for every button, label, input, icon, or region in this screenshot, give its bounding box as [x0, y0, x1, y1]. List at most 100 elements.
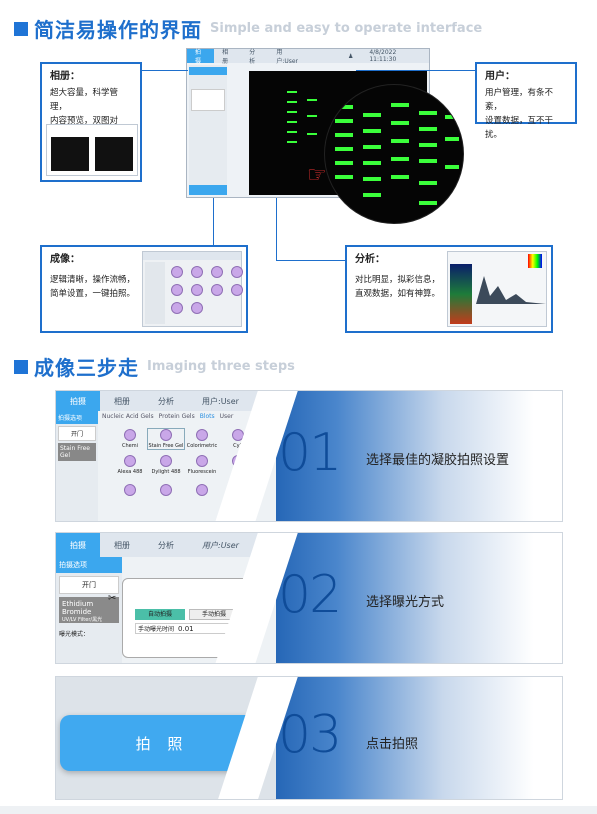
analysis-thumbnail	[447, 251, 547, 327]
step-text: 点击拍照	[366, 737, 419, 752]
callout-imaging: 成像： 逻辑清晰，操作流畅， 简单设置，一键拍照。	[40, 245, 248, 333]
footer-rule	[0, 806, 597, 814]
callout-user-line: 设置数据，互不干扰。	[485, 116, 554, 140]
connector-line	[276, 260, 345, 261]
callout-analysis-title: 分析：	[355, 254, 385, 265]
mock-date: 4/8/2022 11:11:30	[369, 49, 397, 63]
callout-analysis: 分析： 对比明显，拟彩信息， 直观数据，如有神算。	[345, 245, 553, 333]
tab-album[interactable]: 相册	[114, 540, 130, 550]
callout-analysis-line: 对比明显，拟彩信息，	[355, 275, 441, 285]
tab-user[interactable]: 用户:User	[202, 396, 239, 406]
filter-dot	[211, 266, 223, 278]
gel-band	[307, 115, 317, 117]
section-square-icon	[14, 359, 28, 374]
filter-dot	[171, 302, 183, 314]
callout-user-title: 用户：	[485, 71, 515, 82]
filter-circle-icon	[160, 455, 172, 467]
filter-dot	[191, 302, 203, 314]
filter-dot	[231, 284, 243, 296]
filter-label: Alexa 488	[117, 469, 143, 475]
filter-label: Colorimetric	[186, 443, 218, 449]
step-01-screenshot: 拍摄 相册 分析 用户:User 拍摄选项 开门 Stain Free Gel …	[56, 391, 276, 521]
subtab-user[interactable]: User	[219, 413, 234, 420]
gel-band	[287, 141, 297, 143]
step-sidebar: 拍摄选项 开门 Ethidium Bromide UV/LV Filter/黑光…	[56, 557, 122, 663]
sidebar-header: 拍摄选项	[56, 411, 98, 424]
filter-dot	[171, 266, 183, 278]
filter-option[interactable]	[112, 481, 148, 500]
album-thumbnail	[46, 124, 138, 176]
mock-sidebar-header	[189, 67, 227, 75]
tab-user[interactable]: 用户:User	[202, 540, 239, 550]
callout-imaging-line: 简单设置，一键拍照。	[50, 289, 136, 299]
callout-user-line: 用户管理，有条不紊，	[485, 88, 554, 112]
filter-option[interactable]: Fluorescein	[184, 455, 220, 475]
subtab-blots[interactable]: Blots	[199, 413, 215, 420]
filter-option[interactable]: Stain Free Gel	[147, 428, 185, 450]
filter-label: Dylight 488	[151, 469, 181, 475]
analysis-pseudocolor	[450, 264, 472, 324]
imaging-thumb-grid	[171, 266, 245, 314]
open-door-button[interactable]: 开门	[59, 576, 119, 594]
tab-album[interactable]: 相册	[114, 396, 130, 406]
step-gradient	[261, 391, 562, 521]
filter-option[interactable]: Dylight 488	[148, 455, 184, 475]
album-image-left	[51, 137, 89, 171]
callout-user: 用户： 用户管理，有条不紊， 设置数据，互不干扰。	[475, 62, 577, 140]
callout-album: 相册： 超大容量，科学管理， 内容预览，双图对比。	[40, 62, 142, 182]
color-palette-icon[interactable]	[528, 254, 542, 268]
mock-user[interactable]: 用户:User	[276, 49, 299, 65]
filter-option[interactable]: Chemi	[112, 429, 148, 449]
user-icon[interactable]: ♟	[347, 52, 354, 60]
hand-pointer-icon: ☞	[307, 163, 327, 188]
exposure-time-label: 手动曝光时间	[138, 626, 175, 633]
exposure-time-field[interactable]: 手动曝光时间 0.01	[135, 623, 235, 634]
mock-tab-analysis[interactable]: 分析	[249, 49, 256, 65]
mock-tab-capture[interactable]: 拍摄	[187, 49, 215, 65]
section-header-steps: 成像三步走 Imaging three steps	[14, 352, 295, 381]
tab-analysis[interactable]: 分析	[158, 540, 174, 550]
filter-name: Ethidium Bromide	[62, 600, 94, 616]
open-door-button[interactable]: 开门	[58, 426, 96, 441]
filter-circle-icon	[124, 429, 136, 441]
step-gradient	[261, 677, 562, 799]
filter-label: Chemi	[122, 443, 138, 449]
mock-capture-button[interactable]	[189, 185, 227, 195]
filter-option[interactable]	[184, 481, 220, 500]
mock-tab-album[interactable]: 相册	[222, 49, 229, 65]
callout-album-line: 超大容量，科学管理，	[50, 88, 119, 112]
filter-option[interactable]	[148, 481, 184, 500]
step-tabs: 拍摄 相册 分析 用户:User	[56, 533, 276, 557]
tab-capture[interactable]: 拍摄	[56, 391, 100, 411]
imaging-thumb-bar	[143, 252, 241, 260]
connector-line	[142, 70, 188, 71]
gel-band	[287, 131, 297, 133]
subtab-nucleic[interactable]: Nucleic Acid Gels	[102, 413, 154, 420]
gel-band	[287, 121, 297, 123]
connector-line	[356, 70, 475, 71]
step-01: 拍摄 相册 分析 用户:User 拍摄选项 开门 Stain Free Gel …	[55, 390, 563, 522]
zoom-bands	[335, 103, 459, 205]
album-image-right	[95, 137, 133, 171]
callout-album-title: 相册：	[50, 71, 80, 82]
step-03: 拍 照 03 点击拍照	[55, 676, 563, 800]
filter-option[interactable]: Colorimetric	[184, 429, 220, 449]
step-number: 03	[278, 705, 342, 765]
subtab-protein[interactable]: Protein Gels	[158, 413, 195, 420]
selected-filter[interactable]: Stain Free Gel	[58, 443, 96, 461]
step-tabs: 拍摄 相册 分析 用户:User	[56, 391, 276, 411]
subtab-bar: Nucleic Acid Gels Protein Gels Blots Use…	[100, 411, 276, 423]
filter-option[interactable]: Alexa 488	[112, 455, 148, 475]
auto-capture-button[interactable]: 自动拍摄	[135, 609, 185, 620]
mock-sidebar-card[interactable]	[191, 89, 225, 111]
section-subtitle: Simple and easy to operate interface	[210, 21, 483, 36]
tab-capture[interactable]: 拍摄	[56, 533, 100, 557]
selected-filter[interactable]: Ethidium Bromide UV/LV Filter/黑光	[59, 597, 119, 623]
tab-analysis[interactable]: 分析	[158, 396, 174, 406]
imaging-thumb-sidebar	[145, 262, 165, 324]
filter-circle-icon	[196, 455, 208, 467]
callout-imaging-line: 逻辑清晰，操作流畅，	[50, 275, 136, 285]
filter-circle-icon	[160, 484, 172, 496]
scissors-icon[interactable]: ✂	[108, 593, 117, 604]
zoom-lens	[324, 84, 464, 224]
